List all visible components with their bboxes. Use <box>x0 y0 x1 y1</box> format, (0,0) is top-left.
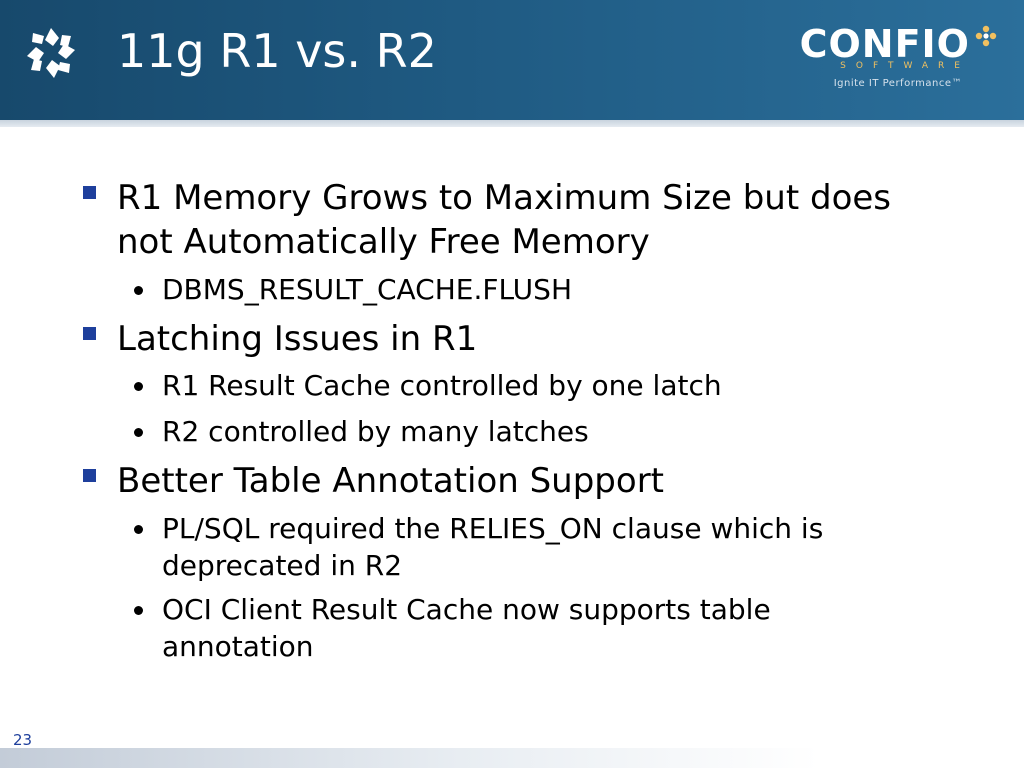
round-bullet-icon <box>134 382 143 391</box>
bullet-level2: PL/SQL required the RELIES_ON clause whi… <box>162 512 824 582</box>
bullet-level1: R1 Memory Grows to Maximum Size but does… <box>117 178 892 262</box>
bullet-level2: R1 Result Cache controlled by one latch <box>162 369 722 402</box>
square-bullet-icon <box>83 327 96 340</box>
brand-name: CONFIO <box>799 22 970 66</box>
round-bullet-icon <box>134 428 143 437</box>
brand-subtitle: SOFTWARE <box>840 61 970 71</box>
bullet-level1: Latching Issues in R1 <box>117 319 478 359</box>
pinwheel-logo-icon <box>27 28 75 78</box>
square-bullet-icon <box>83 186 96 199</box>
round-bullet-icon <box>134 286 143 295</box>
slide-header: 11g R1 vs. R2 CONFIO SOFTWARE Ignite IT … <box>0 0 1024 120</box>
header-divider <box>0 120 1024 127</box>
square-bullet-icon <box>83 469 96 482</box>
round-bullet-icon <box>134 606 143 615</box>
bullet-level1: Better Table Annotation Support <box>117 461 665 501</box>
bullet-level2: R2 controlled by many latches <box>162 415 589 448</box>
page-number: 23 <box>13 731 33 749</box>
brand-tagline: Ignite IT Performance™ <box>833 78 962 89</box>
bullet-level2: OCI Client Result Cache now supports tab… <box>162 593 771 663</box>
bullet-level2: DBMS_RESULT_CACHE.FLUSH <box>162 273 573 306</box>
flower-icon <box>975 25 997 47</box>
slide-footer-band <box>0 748 1024 768</box>
round-bullet-icon <box>134 525 143 534</box>
brand-logo: CONFIO SOFTWARE Ignite IT Performance™ <box>798 22 998 92</box>
slide-title: 11g R1 vs. R2 <box>117 24 437 78</box>
